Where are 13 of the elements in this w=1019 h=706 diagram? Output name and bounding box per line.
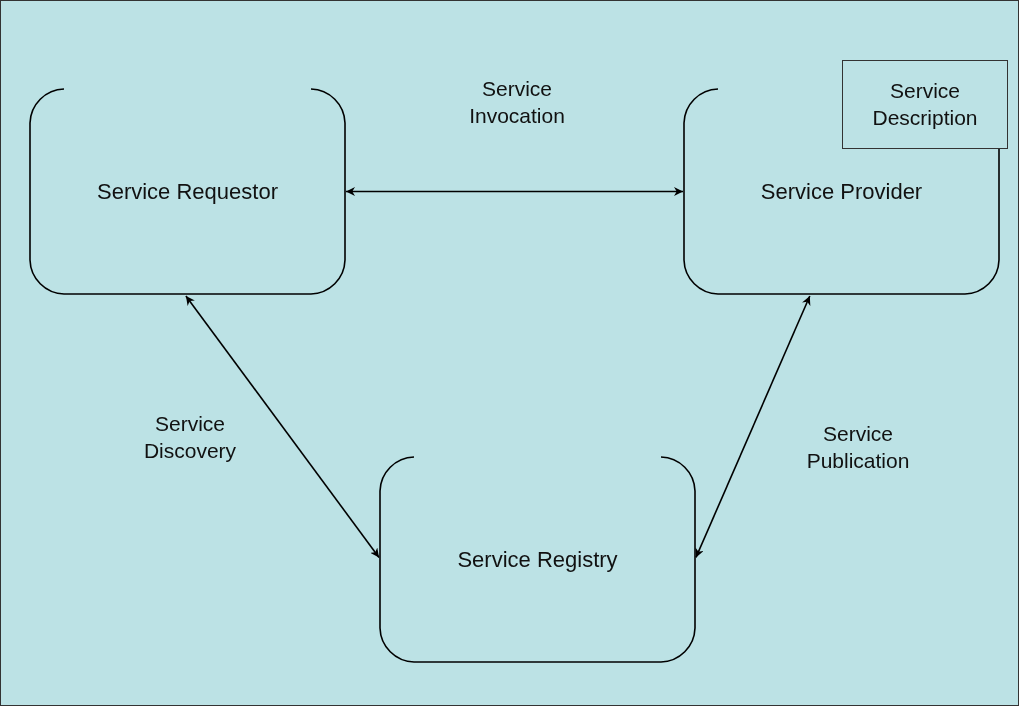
edge-label: Service Invocation — [468, 75, 566, 129]
edge-label: Service Discovery — [142, 410, 238, 464]
component-box — [29, 88, 346, 295]
double-arrow — [695, 295, 811, 559]
double-arrow — [185, 295, 380, 559]
description-box — [842, 60, 1008, 149]
node-label: Service Requestor — [97, 177, 278, 206]
edge-label: Service Publication — [805, 420, 911, 474]
node-label: Service Registry — [457, 545, 618, 574]
double-arrow — [345, 187, 684, 196]
node-label: Service Description — [871, 78, 979, 131]
node-label: Service Provider — [760, 177, 923, 206]
component-box — [379, 456, 696, 663]
